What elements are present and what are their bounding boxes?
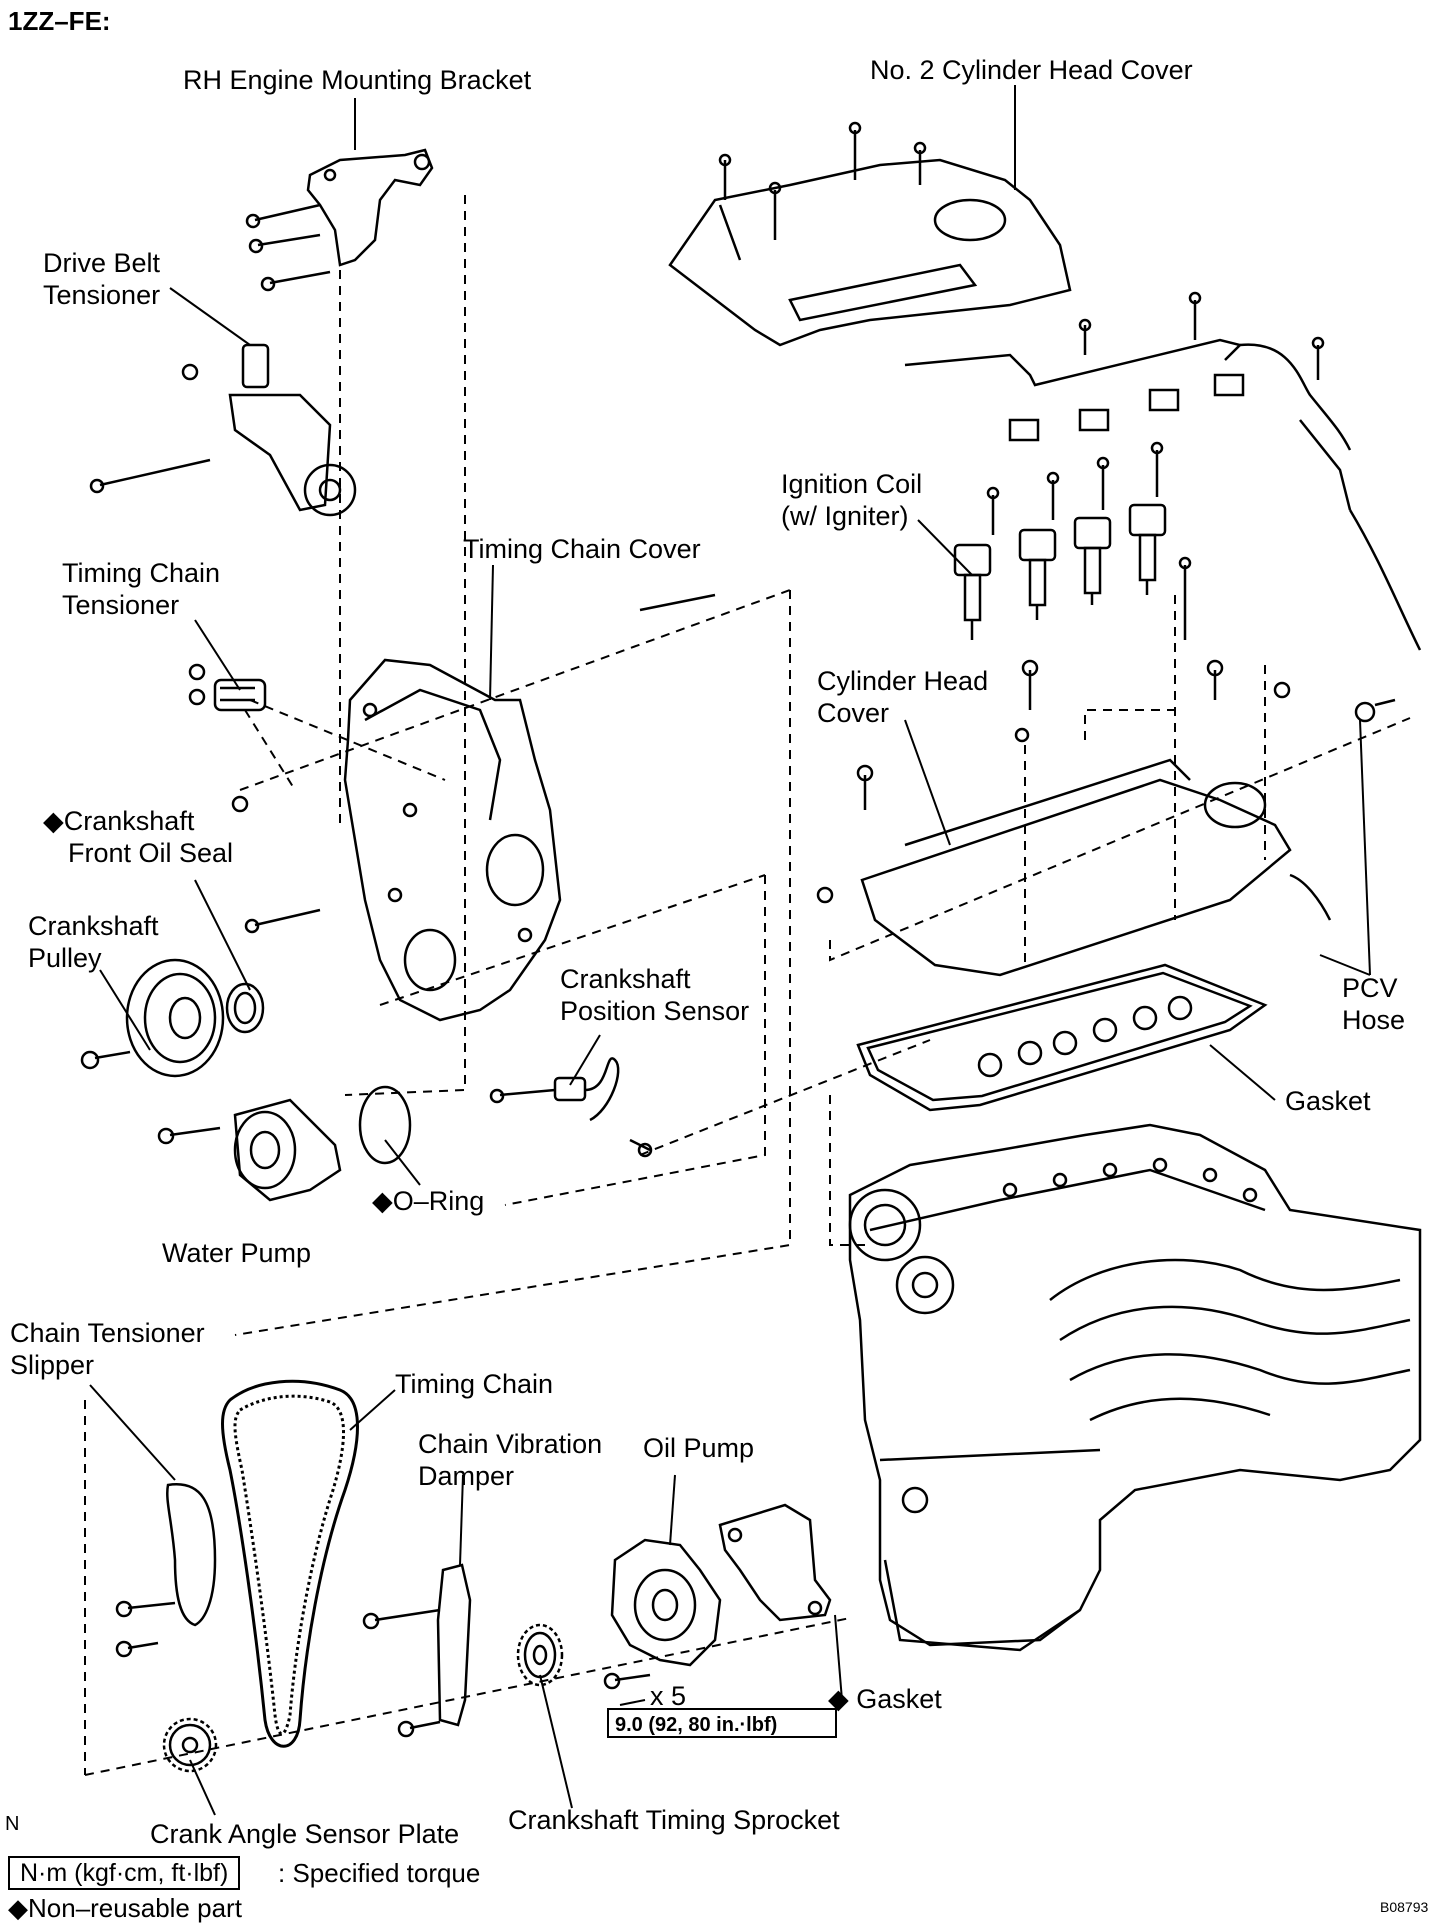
chain-tensioner-slipper xyxy=(115,1483,217,1658)
label-chain-vibration-damper: Chain Vibration Damper xyxy=(418,1429,603,1491)
label-rh-engine-mounting-bracket: RH Engine Mounting Bracket xyxy=(183,65,532,95)
legend-torque-units: N·m (kgf·cm, ft·lbf) xyxy=(8,1856,241,1890)
crankshaft-pulley xyxy=(80,958,225,1078)
label-cylinder-head-cover: Cylinder Head Cover xyxy=(817,666,989,728)
drive-belt-tensioner xyxy=(89,343,357,517)
bracket-bolts xyxy=(245,203,331,292)
water-pump xyxy=(157,1098,342,1202)
label-drive-belt-tensioner: Drive Belt Tensioner xyxy=(43,248,161,310)
label-crankshaft-front-oil-seal: ◆Crankshaft Front Oil Seal xyxy=(43,806,234,868)
label-bolt-count: x 5 xyxy=(650,1681,687,1711)
cover-bolts xyxy=(231,795,321,934)
torque-spec-box: 9.0 (92, 80 in.·lbf) xyxy=(607,1708,837,1738)
label-crankshaft-timing-sprocket: Crankshaft Timing Sprocket xyxy=(508,1805,840,1835)
label-o-ring: ◆O–Ring xyxy=(372,1186,485,1216)
pcv-hose xyxy=(1289,698,1396,921)
no2-cylinder-head-cover xyxy=(668,158,1072,347)
label-n-mark: N xyxy=(5,1813,20,1835)
crankshaft-timing-sprocket xyxy=(516,1623,564,1687)
label-crank-angle-sensor-plate: Crank Angle Sensor Plate xyxy=(150,1819,460,1849)
label-pcv-hose: PCV Hose xyxy=(1342,973,1406,1035)
timing-chain xyxy=(221,1379,359,1748)
timing-chain-tensioner xyxy=(188,663,267,712)
label-timing-chain-cover: Timing Chain Cover xyxy=(463,534,701,564)
timing-chain-cover xyxy=(343,593,716,1022)
label-oil-pump: Oil Pump xyxy=(643,1433,755,1463)
engine-block xyxy=(848,1123,1422,1652)
crankshaft-position-sensor xyxy=(489,1057,653,1158)
chain-vibration-damper xyxy=(362,1563,472,1738)
oil-pump xyxy=(603,1538,722,1690)
o-ring xyxy=(358,1085,412,1165)
leader-lines xyxy=(89,85,1371,1816)
ignition-coils xyxy=(953,441,1167,640)
label-ignition-coil: Ignition Coil (w/ Igniter) xyxy=(781,469,923,531)
engine-model-title: 1ZZ–FE: xyxy=(8,6,111,36)
label-crankshaft-pulley: Crankshaft Pulley xyxy=(28,911,159,973)
label-no2-cylinder-head-cover: No. 2 Cylinder Head Cover xyxy=(870,55,1193,85)
figure-id: B08793 xyxy=(1380,1899,1428,1915)
alignment-lines xyxy=(84,195,1411,1776)
label-timing-chain-tensioner: Timing Chain Tensioner xyxy=(62,558,221,620)
label-gasket: Gasket xyxy=(1285,1086,1371,1116)
label-crankshaft-position-sensor: Crankshaft Position Sensor xyxy=(560,964,750,1026)
label-timing-chain: Timing Chain xyxy=(395,1369,554,1399)
legend-non-reusable: ◆Non–reusable part xyxy=(8,1893,242,1923)
coil-harness xyxy=(904,338,1422,651)
label-oil-pump-gasket: ◆ Gasket xyxy=(828,1684,942,1714)
harness-bolts xyxy=(1078,291,1325,380)
oil-pump-gasket xyxy=(718,1503,832,1622)
legend-torque-desc: : Specified torque xyxy=(278,1858,481,1888)
rh-engine-mounting-bracket xyxy=(306,148,434,267)
cylinder-head-cover xyxy=(816,556,1292,977)
cylinder-head-cover-gasket xyxy=(856,963,1268,1112)
crankshaft-front-oil-seal xyxy=(225,982,265,1034)
label-water-pump: Water Pump xyxy=(162,1238,312,1268)
label-chain-tensioner-slipper: Chain Tensioner Slipper xyxy=(10,1318,205,1380)
crank-angle-sensor-plate xyxy=(162,1717,218,1773)
head-cover2-bolts xyxy=(718,121,927,240)
